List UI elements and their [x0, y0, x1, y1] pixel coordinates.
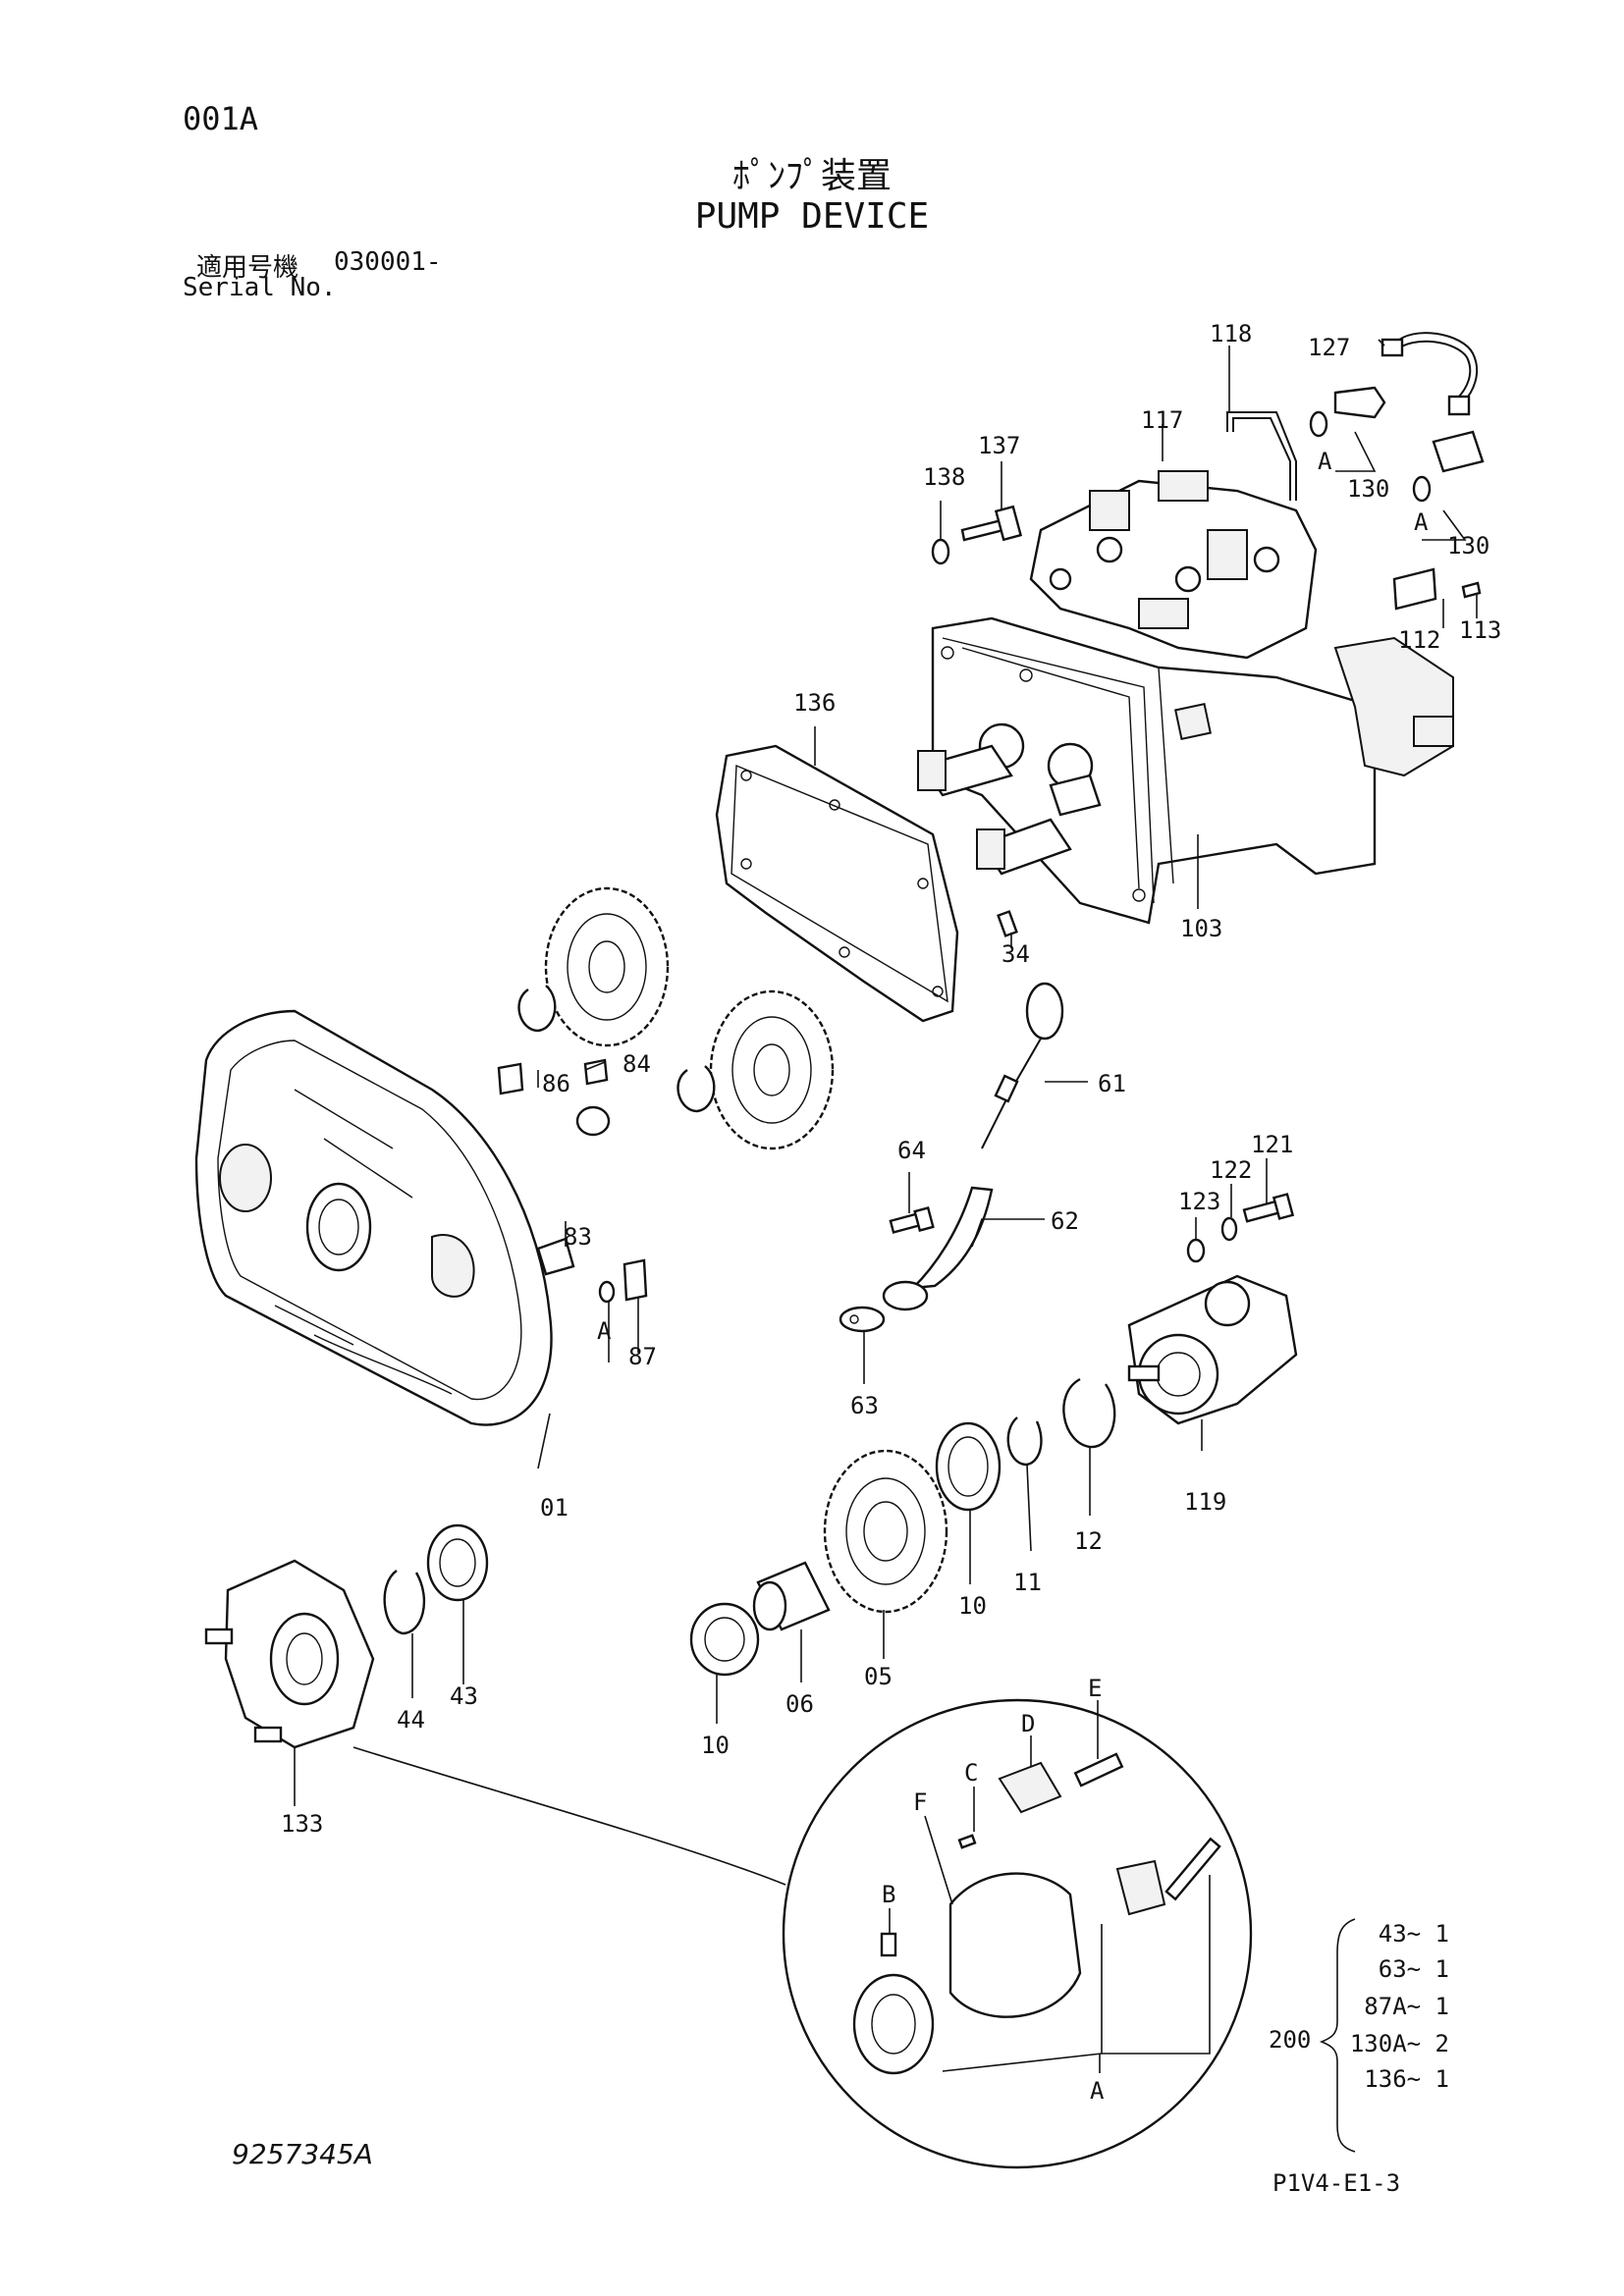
callout-84: 84 [623, 1050, 651, 1078]
callout-133: 133 [281, 1810, 323, 1838]
kit-item-5: 136~ 1 [1364, 2065, 1449, 2093]
bearing-10-upper [935, 1421, 1001, 1512]
pump-shafts [917, 744, 1102, 876]
callout-06: 06 [785, 1690, 814, 1718]
callout-127: 127 [1308, 334, 1350, 361]
callout-123: 123 [1178, 1188, 1220, 1215]
bracket-112-screw-113 [1392, 567, 1482, 611]
callout-137: 137 [978, 432, 1020, 459]
callout-130-lower: 130 [1447, 532, 1489, 560]
callout-121: 121 [1251, 1131, 1293, 1158]
gear-pump-119 [1127, 1274, 1298, 1425]
regulator-assembly-117 [1029, 470, 1454, 777]
kit-item-1: 43~ 1 [1379, 1920, 1449, 1948]
callout-83: 83 [564, 1223, 592, 1251]
title-japanese: ﾎﾟﾝﾌﾟ装置 [731, 156, 892, 196]
title-english: PUMP DEVICE [694, 196, 930, 237]
callout-A-detail: A [1090, 2077, 1105, 2105]
callout-44: 44 [397, 1706, 425, 1734]
callout-130-upper: 130 [1347, 475, 1389, 503]
serial-number-value: 030001- [334, 247, 442, 277]
pilot-pipe-118 [1226, 411, 1297, 501]
guide-pipe-62 [882, 1186, 994, 1311]
coupling-133 [204, 1559, 375, 1749]
callout-87: 87 [628, 1343, 657, 1370]
gasket-136 [715, 744, 959, 1023]
pin-34 [997, 910, 1018, 937]
plugs-83-84-86 [497, 1058, 611, 1276]
callout-01: 01 [540, 1494, 568, 1522]
bolt-121-washers [1186, 1193, 1295, 1263]
callout-43: 43 [450, 1682, 478, 1710]
gear-05 [823, 1449, 948, 1614]
callout-12: 12 [1074, 1527, 1103, 1555]
washer-138 [931, 538, 950, 565]
callout-labels: 118 127 117 137 138 A 130 A 130 112 113 … [281, 320, 1501, 2105]
callout-113: 113 [1459, 616, 1501, 644]
callout-10-upper: 10 [958, 1592, 987, 1620]
callout-118: 118 [1210, 320, 1252, 347]
shaft-06 [752, 1561, 831, 1631]
callout-A-housing: A [597, 1317, 612, 1345]
kit-item-4: 130A~ 2 [1350, 2030, 1449, 2057]
callout-61: 61 [1098, 1070, 1126, 1097]
fittings-130 [1309, 386, 1485, 503]
callout-E: E [1088, 1675, 1102, 1702]
leader-lines [294, 339, 1478, 2153]
snap-rings [517, 985, 716, 1113]
oil-seal-43 [426, 1523, 489, 1602]
callout-138: 138 [923, 463, 965, 491]
callout-F: F [913, 1789, 927, 1816]
bearing-10-lower [689, 1602, 760, 1677]
dipstick-61 [981, 982, 1064, 1149]
serial-label-japanese: 適用号機 [196, 253, 299, 283]
callout-117: 117 [1141, 406, 1183, 434]
callout-34: 34 [1001, 940, 1030, 968]
callout-64: 64 [897, 1137, 926, 1164]
callout-119: 119 [1184, 1488, 1226, 1516]
page-code: 001A [183, 100, 259, 137]
callout-B: B [882, 1881, 895, 1908]
callout-A-middle: A [1414, 508, 1429, 536]
plug-87 [598, 1258, 648, 1304]
callout-10-lower: 10 [701, 1732, 730, 1759]
kit-item-2: 63~ 1 [1379, 1955, 1449, 1983]
kit-number: 200 [1269, 2026, 1311, 2054]
callout-D: D [1021, 1710, 1035, 1737]
callout-136: 136 [793, 689, 836, 717]
callout-05: 05 [864, 1663, 893, 1690]
housing-01 [194, 1009, 553, 1426]
callout-122: 122 [1210, 1156, 1252, 1184]
coupling-detail [782, 1698, 1253, 2169]
snap-ring-12 [1062, 1377, 1116, 1449]
callout-63: 63 [850, 1392, 879, 1419]
serial-label-english: Serial No. [183, 273, 337, 302]
snap-ring-44 [383, 1570, 426, 1635]
callout-11: 11 [1013, 1569, 1042, 1596]
callout-86: 86 [542, 1070, 570, 1097]
hose-127 [1380, 332, 1479, 416]
bolt-137 [960, 505, 1023, 542]
callout-C: C [964, 1759, 978, 1787]
gasket-63 [839, 1306, 886, 1333]
callout-103: 103 [1180, 915, 1222, 942]
bolt-64 [889, 1206, 935, 1234]
kit-200-list: 200 43~ 1 63~ 1 87A~ 1 130A~ 2 136~ 1 [1269, 1920, 1449, 2093]
sheet-reference: P1V4-E1-3 [1272, 2169, 1401, 2197]
drawing-number: 9257345A [232, 2138, 373, 2170]
gears-pair [544, 886, 835, 1150]
snap-ring-11 [1006, 1416, 1043, 1467]
callout-112: 112 [1398, 626, 1440, 654]
callout-62: 62 [1051, 1207, 1079, 1235]
callout-A-upper: A [1318, 448, 1332, 475]
kit-item-3: 87A~ 1 [1364, 1993, 1449, 2020]
